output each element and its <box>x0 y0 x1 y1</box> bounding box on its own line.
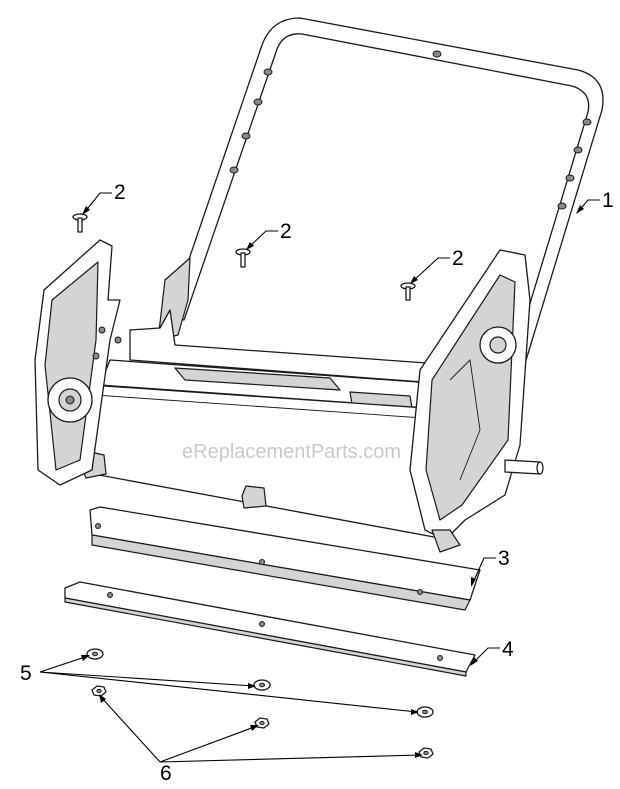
callout-5: 5 <box>20 662 32 685</box>
handle-tube <box>169 17 604 381</box>
part-2-bolt-left <box>72 213 88 233</box>
callout-4: 4 <box>502 638 514 661</box>
part-4-lower-plate <box>64 581 476 677</box>
handle-bolt-holes <box>229 50 592 210</box>
front-tab-center <box>241 485 267 509</box>
watermark-text: eReplacementParts.com <box>182 441 401 463</box>
part-5-washers <box>86 648 434 718</box>
nut-2 <box>254 717 270 729</box>
callout-2-center: 2 <box>280 220 292 243</box>
right-lower-tab <box>431 529 461 553</box>
nut-1 <box>91 685 107 697</box>
callout-1: 1 <box>602 189 614 212</box>
washer-1 <box>86 648 104 660</box>
nut-3 <box>418 747 434 759</box>
callout-3: 3 <box>498 547 510 570</box>
part-2-bolt-center <box>235 248 251 268</box>
part-2-bolt-right <box>400 282 416 301</box>
callout-2-right: 2 <box>452 247 464 270</box>
part-6-nuts <box>91 685 434 759</box>
washer-3 <box>416 706 434 718</box>
callouts: 1 2 2 2 3 4 5 6 <box>20 181 614 785</box>
right-pivot-shaft <box>504 459 541 475</box>
leader-lines <box>39 192 600 763</box>
callout-2-left: 2 <box>114 181 126 204</box>
part-1-seat-frame <box>34 17 604 553</box>
part-3-upper-plate <box>89 506 481 611</box>
seat-pan-back <box>129 309 463 386</box>
floor-slot-left <box>174 367 341 391</box>
right-pivot-inner <box>489 336 507 354</box>
washer-2 <box>253 679 271 691</box>
callout-6: 6 <box>160 762 172 785</box>
